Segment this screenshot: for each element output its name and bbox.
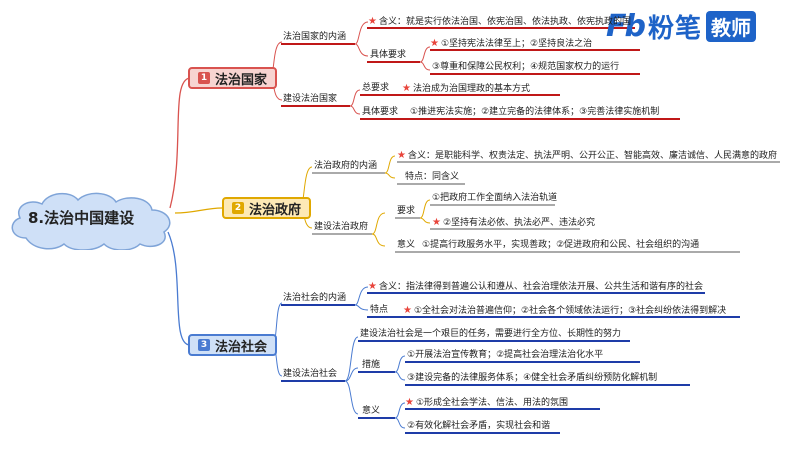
b1-connotation-label: 法治国家的内涵	[283, 32, 347, 42]
b3-feature-text: ①全社会对法治普遍信仰；②社会各个领域依法运行；③社会纠纷依法得到解决	[413, 306, 727, 316]
b3-feature-label: 特点	[370, 305, 389, 315]
b2-sig-label: 意义	[397, 240, 416, 250]
star-icon: ★	[397, 150, 406, 161]
b1-build-label: 建设法治国家	[283, 94, 338, 104]
b2-connotation-label: 法治政府的内涵	[314, 161, 378, 171]
root-cloud-shape	[11, 192, 171, 250]
star-icon: ★	[432, 217, 441, 228]
b2-req-label: 要求	[397, 206, 416, 216]
star-icon: ★	[430, 38, 439, 49]
b3-build-label: 建设法治社会	[283, 369, 338, 379]
b3-connotation-label: 法治社会的内涵	[283, 293, 347, 303]
b1-general: ★法治成为治国理政的基本方式	[402, 83, 530, 95]
b2-feature: 特点：同含义	[405, 172, 460, 182]
branch-node-rule-of-law-state: 1 法治国家	[188, 67, 278, 89]
b3-sig-label: 意义	[362, 406, 381, 416]
b1-specific-label: 具体要求	[362, 107, 399, 117]
b1-general-text: 法治成为治国理政的基本方式	[412, 84, 530, 94]
root-title: 8.法治中国建设	[28, 209, 135, 227]
branch-title: 法治社会	[215, 339, 268, 355]
b2-build-label: 建设法治政府	[314, 222, 369, 232]
b2-req1: ①把政府工作全面纳入法治轨道	[432, 193, 558, 203]
branch-number: 3	[198, 339, 210, 351]
branch-node-rule-of-law-government: 2 法治政府	[222, 197, 312, 219]
b1-req-label: 具体要求	[370, 50, 407, 60]
branch-number: 2	[232, 202, 244, 214]
b3-meaning-text: 含义：指法律得到普遍公认和遵从、社会治理依法开展、公共生活和谐有序的社会	[378, 282, 703, 292]
logo-mark: Fb	[606, 9, 646, 44]
b1-general-label: 总要求	[362, 83, 390, 93]
b3-feature: ★①全社会对法治普遍信仰；②社会各个领域依法运行；③社会纠纷依法得到解决	[403, 305, 726, 317]
fenbi-logo: Fb 粉笔 教师	[606, 8, 756, 45]
b1-specific: ①推进宪法实施；②建立完备的法律体系；③完善法律实施机制	[410, 107, 660, 117]
b1-req1-text: ①坚持宪法法律至上；②坚持良法之治	[440, 39, 593, 49]
b3-task: 建设法治社会是一个艰巨的任务，需要进行全方位、长期性的努力	[360, 329, 622, 339]
star-icon: ★	[402, 83, 411, 94]
branch-node-rule-of-law-society: 3 法治社会	[188, 334, 278, 356]
b3-sig1-text: ①形成全社会学法、信法、用法的氛围	[415, 398, 569, 408]
b2-sig: ①提高行政服务水平，实现善政；②促进政府和公民、社会组织的沟通	[422, 240, 700, 250]
b2-meaning: ★含义：是职能科学、权责法定、执法严明、公开公正、智能高效、廉洁诚信、人民满意的…	[397, 150, 777, 162]
b3-sig1: ★①形成全社会学法、信法、用法的氛围	[405, 397, 568, 409]
b1-meaning: ★含义：就是实行依法治国、依宪治国、依法执政、依宪执政的国	[368, 16, 631, 28]
branch-title: 法治国家	[215, 72, 268, 88]
b2-req2: ★②坚持有法必依、执法必严、违法必究	[432, 217, 595, 229]
logo-badge: 教师	[705, 11, 756, 42]
branch-number: 1	[198, 72, 210, 84]
b3-measure2: ③建设完备的法律服务体系；④健全社会矛盾纠纷预防化解机制	[407, 373, 658, 383]
b3-measure-label: 措施	[362, 360, 381, 370]
branch-title: 法治政府	[249, 202, 302, 218]
b1-req1: ★①坚持宪法法律至上；②坚持良法之治	[430, 38, 592, 50]
logo-name: 粉笔	[647, 14, 702, 44]
star-icon: ★	[368, 16, 377, 27]
b1-meaning-text: 含义：就是实行依法治国、依宪治国、依法执政、依宪执政的国	[378, 17, 631, 27]
b3-sig2: ②有效化解社会矛盾，实现社会和谐	[407, 421, 551, 431]
b2-meaning-text: 含义：是职能科学、权责法定、执法严明、公开公正、智能高效、廉洁诚信、人民满意的政…	[407, 151, 777, 161]
star-icon: ★	[368, 281, 377, 292]
b3-measure1: ①开展法治宣传教育；②提高社会治理法治化水平	[407, 350, 604, 360]
b3-meaning: ★含义：指法律得到普遍公认和遵从、社会治理依法开展、公共生活和谐有序的社会	[368, 281, 703, 293]
star-icon: ★	[405, 397, 414, 408]
star-icon: ★	[403, 305, 412, 316]
b2-req2-text: ②坚持有法必依、执法必严、违法必究	[442, 218, 596, 228]
b1-req2: ③尊重和保障公民权利；④规范国家权力的运行	[432, 62, 620, 72]
